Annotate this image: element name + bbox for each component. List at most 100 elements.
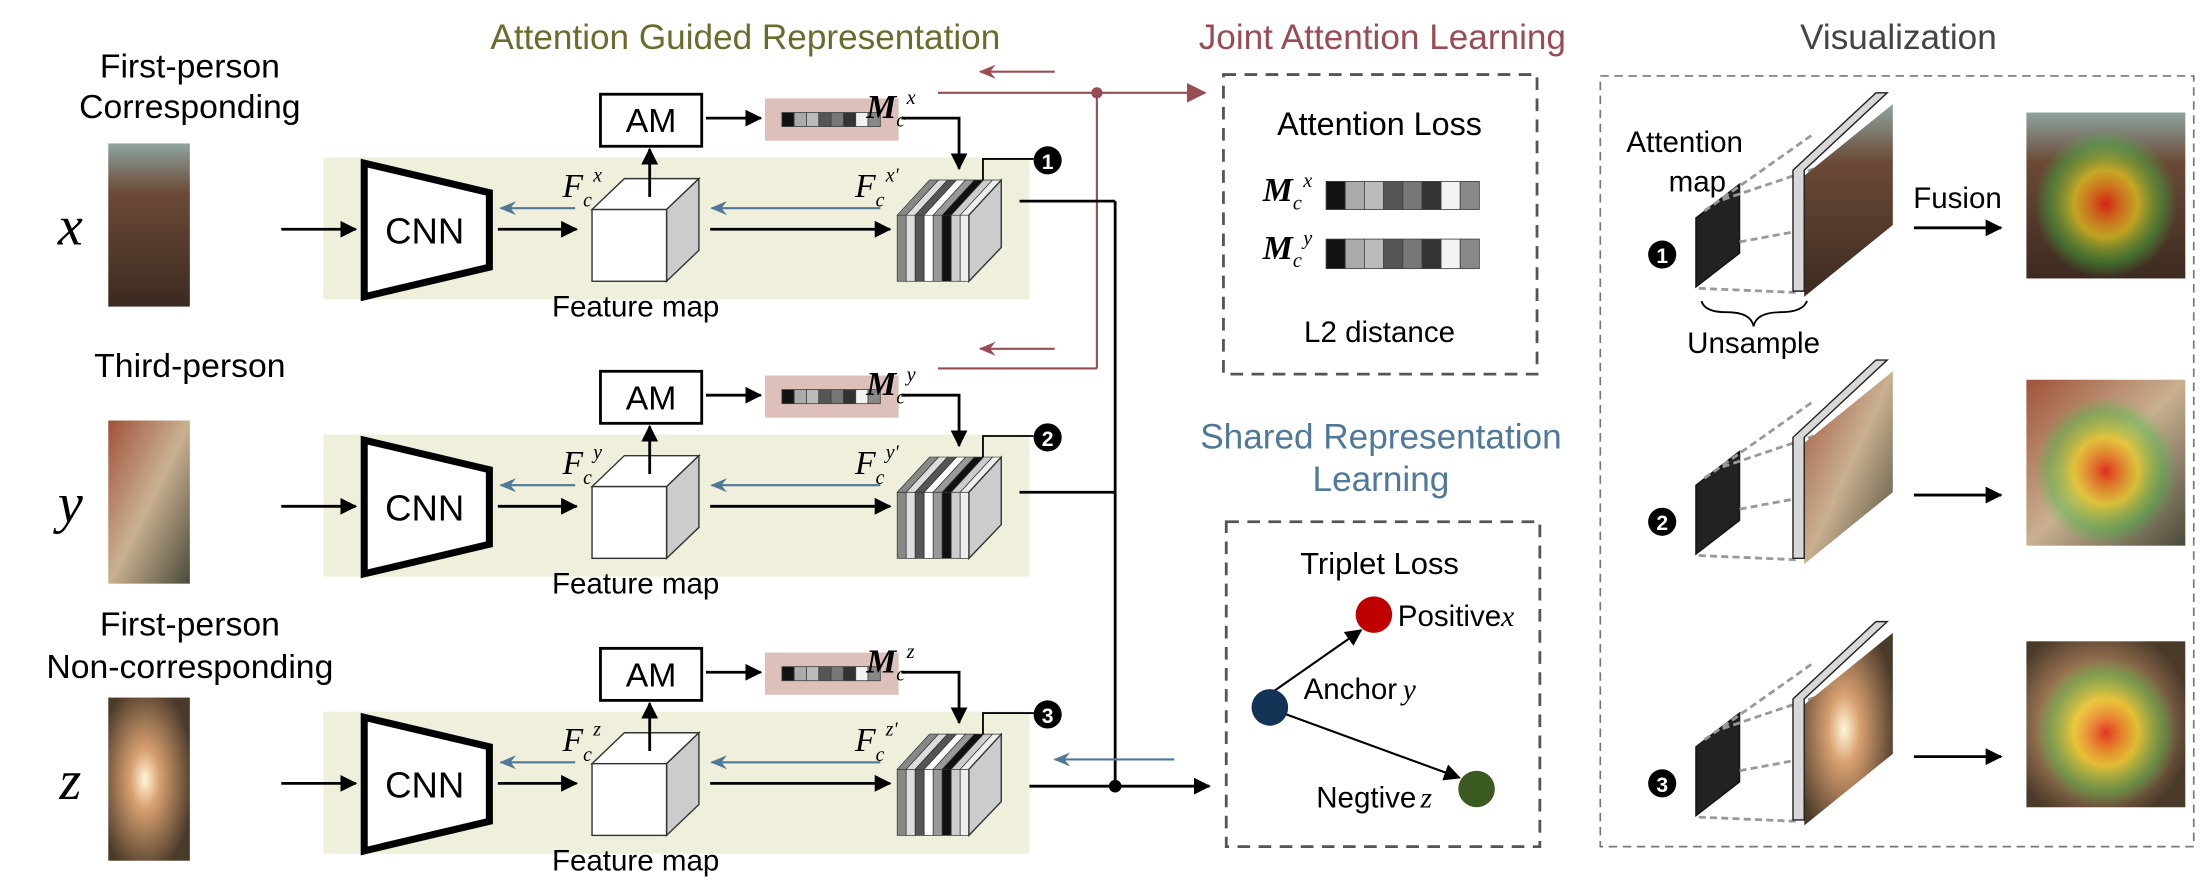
attention-guided-title: Attention Guided Representation (490, 18, 1000, 57)
cnn-label: CNN (385, 764, 464, 805)
input-image (108, 697, 190, 861)
mask-label: Mcy (865, 364, 915, 409)
feature-map-cube (590, 731, 701, 838)
upsampled-plane (1792, 620, 1889, 821)
badge (1648, 240, 1677, 269)
feature-label: Fcx (562, 164, 603, 211)
attention-loss-title: Attention Loss (1277, 106, 1482, 142)
shared-representation-title-line2: Learning (1313, 460, 1450, 499)
visualization-title: Visualization (1800, 18, 1997, 57)
l2-distance-label: L2 distance (1304, 316, 1455, 349)
shared-representation-title: Shared Representation (1200, 418, 1561, 457)
am-box (599, 646, 704, 702)
row-label: Third-person (94, 347, 285, 385)
input-image (108, 420, 190, 584)
attention-map-label-line2: map (1669, 165, 1726, 198)
badge-number: 2 (1042, 428, 1054, 451)
upsampled-image (1804, 104, 1893, 297)
negative-node (1458, 770, 1495, 808)
upsampled-plane (1792, 92, 1889, 292)
feature-map-label: Feature map (552, 290, 719, 323)
am-label: AM (626, 379, 677, 417)
attention-mask-vector (781, 666, 881, 682)
badge (1648, 507, 1677, 536)
feature-map-cube (590, 176, 701, 283)
triplet-loss-title: Triplet Loss (1300, 546, 1459, 581)
fusion-label: Fusion (1913, 182, 2002, 215)
loss-mask-y: Mcy (1262, 228, 1480, 273)
visualization-row-2: 2 (1648, 359, 2186, 564)
refined-feature-stack (896, 178, 1003, 284)
attention-mask-vector (781, 112, 881, 127)
upsampled-image (1804, 371, 1893, 564)
positive-label: Positivex (1398, 600, 1514, 633)
shared-representation-wiring (1019, 199, 1211, 795)
badge (1648, 769, 1677, 798)
am-label: AM (626, 102, 677, 140)
cnn-block (360, 712, 493, 856)
refined-feature-label: Fcz' (854, 719, 898, 766)
upsampled-plane (1792, 359, 1889, 560)
input-variable: x (57, 196, 83, 258)
badge-number: 2 (1656, 512, 1668, 535)
cnn-label: CNN (385, 487, 464, 528)
am-box (599, 92, 704, 148)
badge (1033, 700, 1062, 729)
refined-feature-label: Fcx' (854, 164, 899, 211)
badge (1033, 146, 1062, 175)
feature-label: Fcz (562, 719, 602, 766)
attention-map-slab (1695, 182, 1741, 289)
refined-feature-stack (896, 455, 1003, 561)
mask-label: Mcx (865, 87, 915, 132)
row-label: Non-corresponding (46, 648, 333, 686)
mask-label: Mcy (1262, 228, 1312, 273)
attention-mask-vector (781, 389, 881, 405)
cnn-block (360, 435, 493, 579)
feature-map-label: Feature map (552, 845, 719, 878)
mask-label: Mcz (865, 641, 914, 686)
attention-map-slab (1695, 711, 1741, 818)
loss-mask-x: Mcx (1262, 170, 1480, 215)
anchor-node (1251, 689, 1289, 726)
cnn-block (360, 158, 493, 302)
badge-number: 3 (1042, 705, 1054, 728)
badge-number: 3 (1656, 774, 1668, 797)
visualization-row-3: 3 (1648, 620, 2186, 826)
badge (1033, 423, 1062, 452)
joint-attention-title: Joint Attention Learning (1199, 18, 1566, 57)
branch-row-2: Third-person y CNN AM Mcy Fcy Fcy' (53, 347, 1062, 601)
input-image (108, 143, 190, 307)
feature-map-cube (590, 454, 701, 560)
badge-number: 1 (1656, 245, 1668, 268)
am-label: AM (626, 656, 677, 694)
upsample-label: Unsample (1687, 327, 1820, 360)
visualization-box (1599, 75, 2195, 848)
refined-feature-label: Fcy' (854, 441, 899, 488)
feature-label: Fcy (562, 441, 603, 488)
mask-label: Mcx (1262, 170, 1312, 215)
attention-map-label: Attention (1626, 126, 1743, 159)
cnn-label: CNN (385, 210, 464, 251)
am-box (599, 369, 704, 425)
badge-number: 1 (1042, 151, 1054, 174)
positive-node (1355, 596, 1393, 633)
attention-map-slab (1695, 450, 1741, 556)
refined-feature-stack (896, 732, 1003, 838)
feature-map-label: Feature map (552, 567, 719, 600)
input-variable: y (53, 473, 83, 535)
row-label: First-person (100, 606, 280, 644)
upsampled-image (1804, 632, 1893, 826)
visualization-row-1: 1 (1648, 92, 2186, 297)
input-variable: z (58, 750, 81, 812)
joint-attention-wiring (937, 64, 1207, 370)
row-label: First-person (100, 47, 280, 85)
upsample-brace (1700, 300, 1808, 327)
row-label: Corresponding (79, 88, 300, 126)
